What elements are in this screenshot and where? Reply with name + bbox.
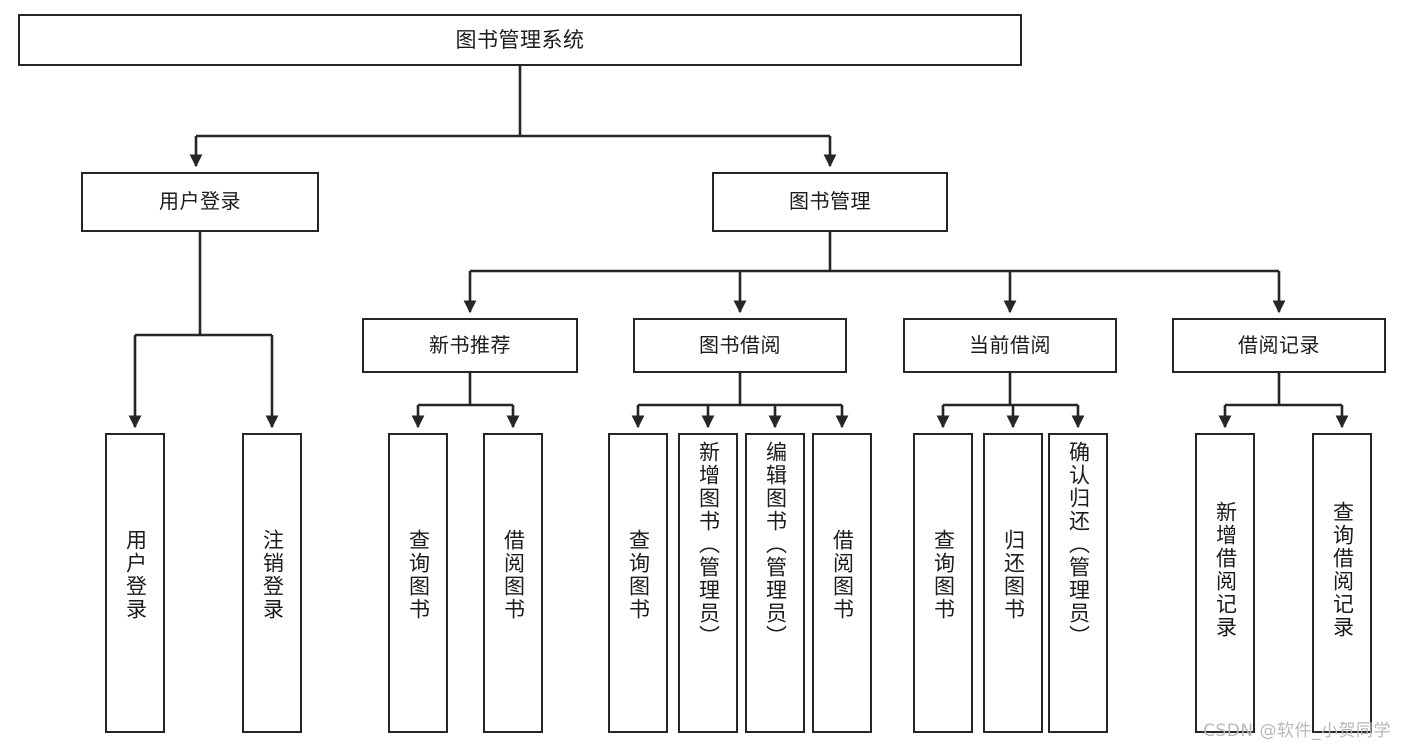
node-label: 查询借阅记录: [1330, 501, 1355, 639]
node-label: 查询图书: [626, 529, 651, 621]
node-label: 归还图书: [1001, 529, 1026, 621]
node-label: 新书推荐: [429, 332, 511, 357]
leaf-current-borrow-return[interactable]: 归还图书: [983, 433, 1043, 733]
leaf-current-borrow-query[interactable]: 查询图书: [913, 433, 973, 733]
leaf-book-borrow-query[interactable]: 查询图书: [608, 433, 668, 733]
leaf-book-borrow-edit-admin[interactable]: 编辑图书（管理员）: [745, 433, 805, 733]
node-label: 查询图书: [406, 529, 431, 621]
node-label: 借阅图书: [501, 529, 526, 621]
node-root-system[interactable]: 图书管理系统: [18, 14, 1022, 66]
node-label: 确认归还（管理员）: [1066, 441, 1091, 648]
node-book-borrowing[interactable]: 图书借阅: [633, 318, 847, 373]
node-label: 图书管理系统: [455, 27, 585, 52]
leaf-user-login-signin[interactable]: 用户登录: [105, 433, 165, 733]
leaf-current-borrow-confirm-admin[interactable]: 确认归还（管理员）: [1048, 433, 1108, 733]
node-current-borrowing[interactable]: 当前借阅: [903, 318, 1117, 373]
leaf-new-book-borrow[interactable]: 借阅图书: [483, 433, 543, 733]
node-label: 借阅图书: [830, 529, 855, 621]
node-label: 编辑图书（管理员）: [763, 441, 788, 648]
leaf-new-book-query[interactable]: 查询图书: [388, 433, 448, 733]
leaf-book-borrow-borrow[interactable]: 借阅图书: [812, 433, 872, 733]
node-user-login[interactable]: 用户登录: [81, 172, 319, 232]
leaf-book-borrow-add-admin[interactable]: 新增图书（管理员）: [678, 433, 738, 733]
watermark: CSDN @软件_小贺同学: [1203, 721, 1391, 741]
node-label: 新增图书（管理员）: [696, 441, 721, 648]
node-book-management[interactable]: 图书管理: [712, 172, 948, 232]
node-new-book-recommendation[interactable]: 新书推荐: [362, 318, 578, 373]
node-label: 用户登录: [159, 189, 241, 214]
leaf-borrow-record-query[interactable]: 查询借阅记录: [1312, 433, 1372, 733]
node-borrowing-record[interactable]: 借阅记录: [1172, 318, 1386, 373]
node-label: 注销登录: [260, 529, 285, 621]
node-label: 用户登录: [123, 529, 148, 621]
node-label: 当前借阅: [969, 332, 1051, 357]
node-label: 图书管理: [789, 189, 871, 214]
node-label: 图书借阅: [699, 332, 781, 357]
leaf-user-login-signout[interactable]: 注销登录: [242, 433, 302, 733]
node-label: 借阅记录: [1238, 332, 1320, 357]
node-label: 新增借阅记录: [1213, 501, 1238, 639]
leaf-borrow-record-add[interactable]: 新增借阅记录: [1195, 433, 1255, 733]
node-label: 查询图书: [931, 529, 956, 621]
